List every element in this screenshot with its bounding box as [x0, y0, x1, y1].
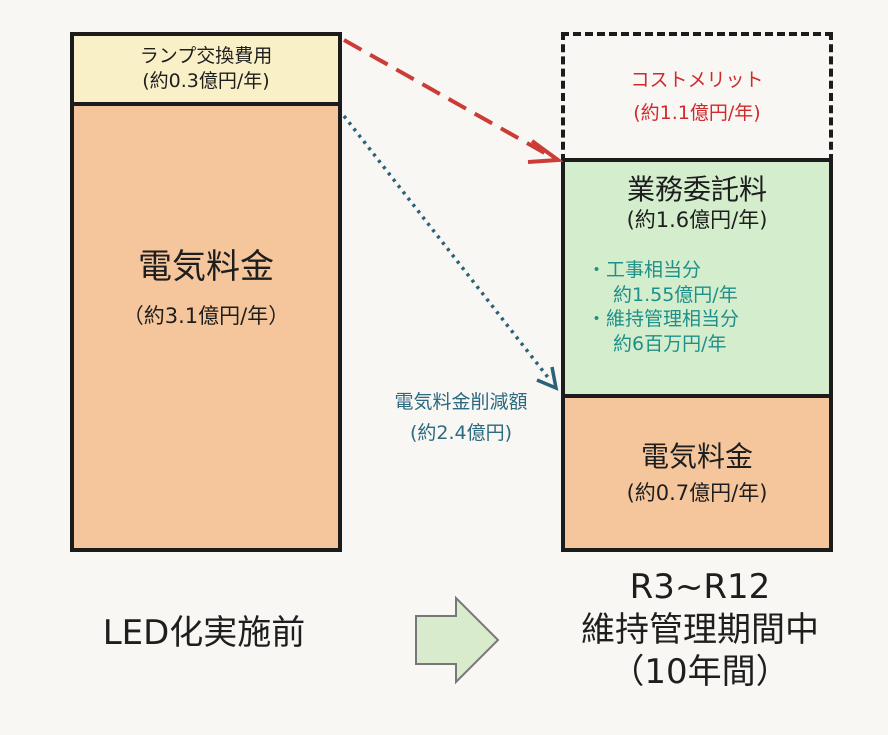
electric-cost-after-amount: (約0.7億円/年)	[626, 480, 768, 505]
right-arrow-icon	[415, 595, 500, 685]
maintenance-item-name: ・維持管理相当分	[587, 308, 740, 331]
cost-merit-amount: (約1.1億円/年)	[633, 102, 761, 124]
electric-cost-after-title: 電気料金	[640, 439, 753, 473]
maintenance-period-label: 維持管理期間中	[581, 609, 819, 650]
cost-merit-title: コストメリット	[630, 69, 764, 92]
reduction-title: 電気料金削減額	[394, 391, 528, 413]
lamp-cost-title: ランプ交換費用	[139, 45, 273, 68]
reduction-amount: (約2.4億円)	[409, 421, 513, 444]
electric-cost-before-amount: （約3.1億円/年）	[122, 303, 290, 328]
outsourcing-fee-box: 業務委託料 (約1.6億円/年) ・工事相当分 約1.55億円/年 ・維持管理相…	[561, 158, 833, 398]
construction-item-name: ・工事相当分	[587, 259, 702, 281]
after-label-group: R3~R12 維持管理期間中 （10年間）	[535, 566, 865, 694]
outsourcing-fee-title: 業務委託料	[626, 173, 767, 206]
period-label: R3~R12	[629, 567, 771, 607]
electric-cost-after-box: 電気料金 (約0.7億円/年)	[561, 394, 833, 552]
lamp-cost-amount: (約0.3億円/年)	[142, 70, 270, 92]
electric-cost-before-box: 電気料金 （約3.1億円/年）	[70, 102, 342, 552]
outsourcing-fee-amount: (約1.6億円/年)	[626, 208, 768, 232]
reduction-label: 電気料金削減額 (約2.4億円)	[356, 390, 566, 445]
years-label: （10年間）	[610, 652, 790, 692]
construction-item-value: 約1.55億円/年	[613, 283, 738, 306]
before-label: LED化実施前	[102, 613, 306, 653]
maintenance-item-value: 約6百万円/年	[613, 333, 727, 356]
dotted-arrow-icon	[342, 114, 559, 391]
lamp-cost-box: ランプ交換費用 (約0.3億円/年)	[70, 32, 342, 106]
electric-cost-before-title: 電気料金	[138, 247, 274, 287]
dashed-arrow-icon	[343, 38, 564, 164]
